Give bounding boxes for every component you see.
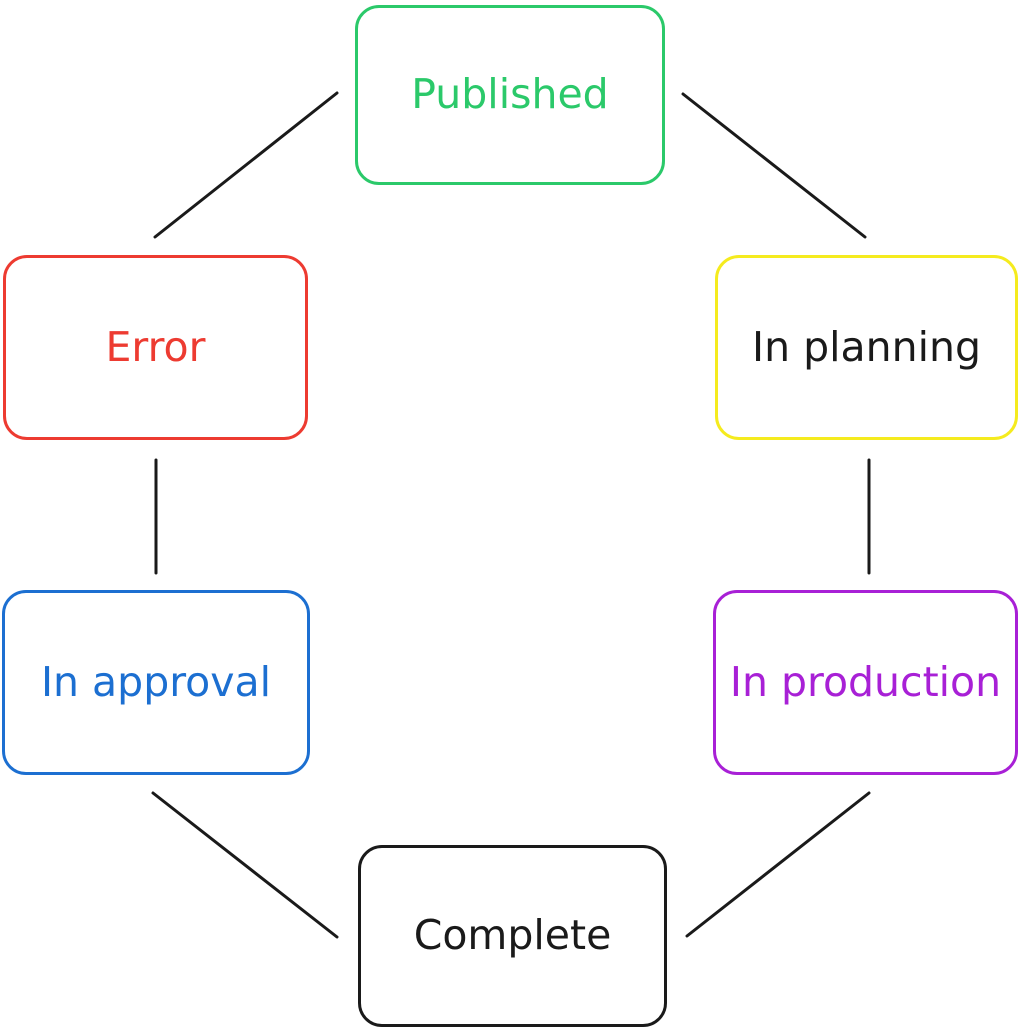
node-in-planning-label: In planning: [751, 322, 982, 371]
node-complete: Complete: [358, 845, 667, 1027]
node-in-approval: In approval: [2, 590, 310, 775]
node-in-planning: In planning: [715, 255, 1018, 440]
node-in-production-label: In production: [729, 657, 1002, 706]
node-complete-label: Complete: [413, 911, 612, 960]
edge-published-in-planning: [681, 92, 867, 239]
edge-complete-in-approval: [151, 791, 339, 939]
node-in-production: In production: [713, 590, 1018, 775]
node-published-label: Published: [411, 70, 609, 119]
node-published: Published: [355, 5, 665, 185]
node-error-label: Error: [105, 322, 206, 371]
edge-in-production-complete: [685, 791, 871, 938]
edge-error-published: [153, 91, 339, 239]
node-error: Error: [3, 255, 308, 440]
node-in-approval-label: In approval: [40, 657, 272, 706]
